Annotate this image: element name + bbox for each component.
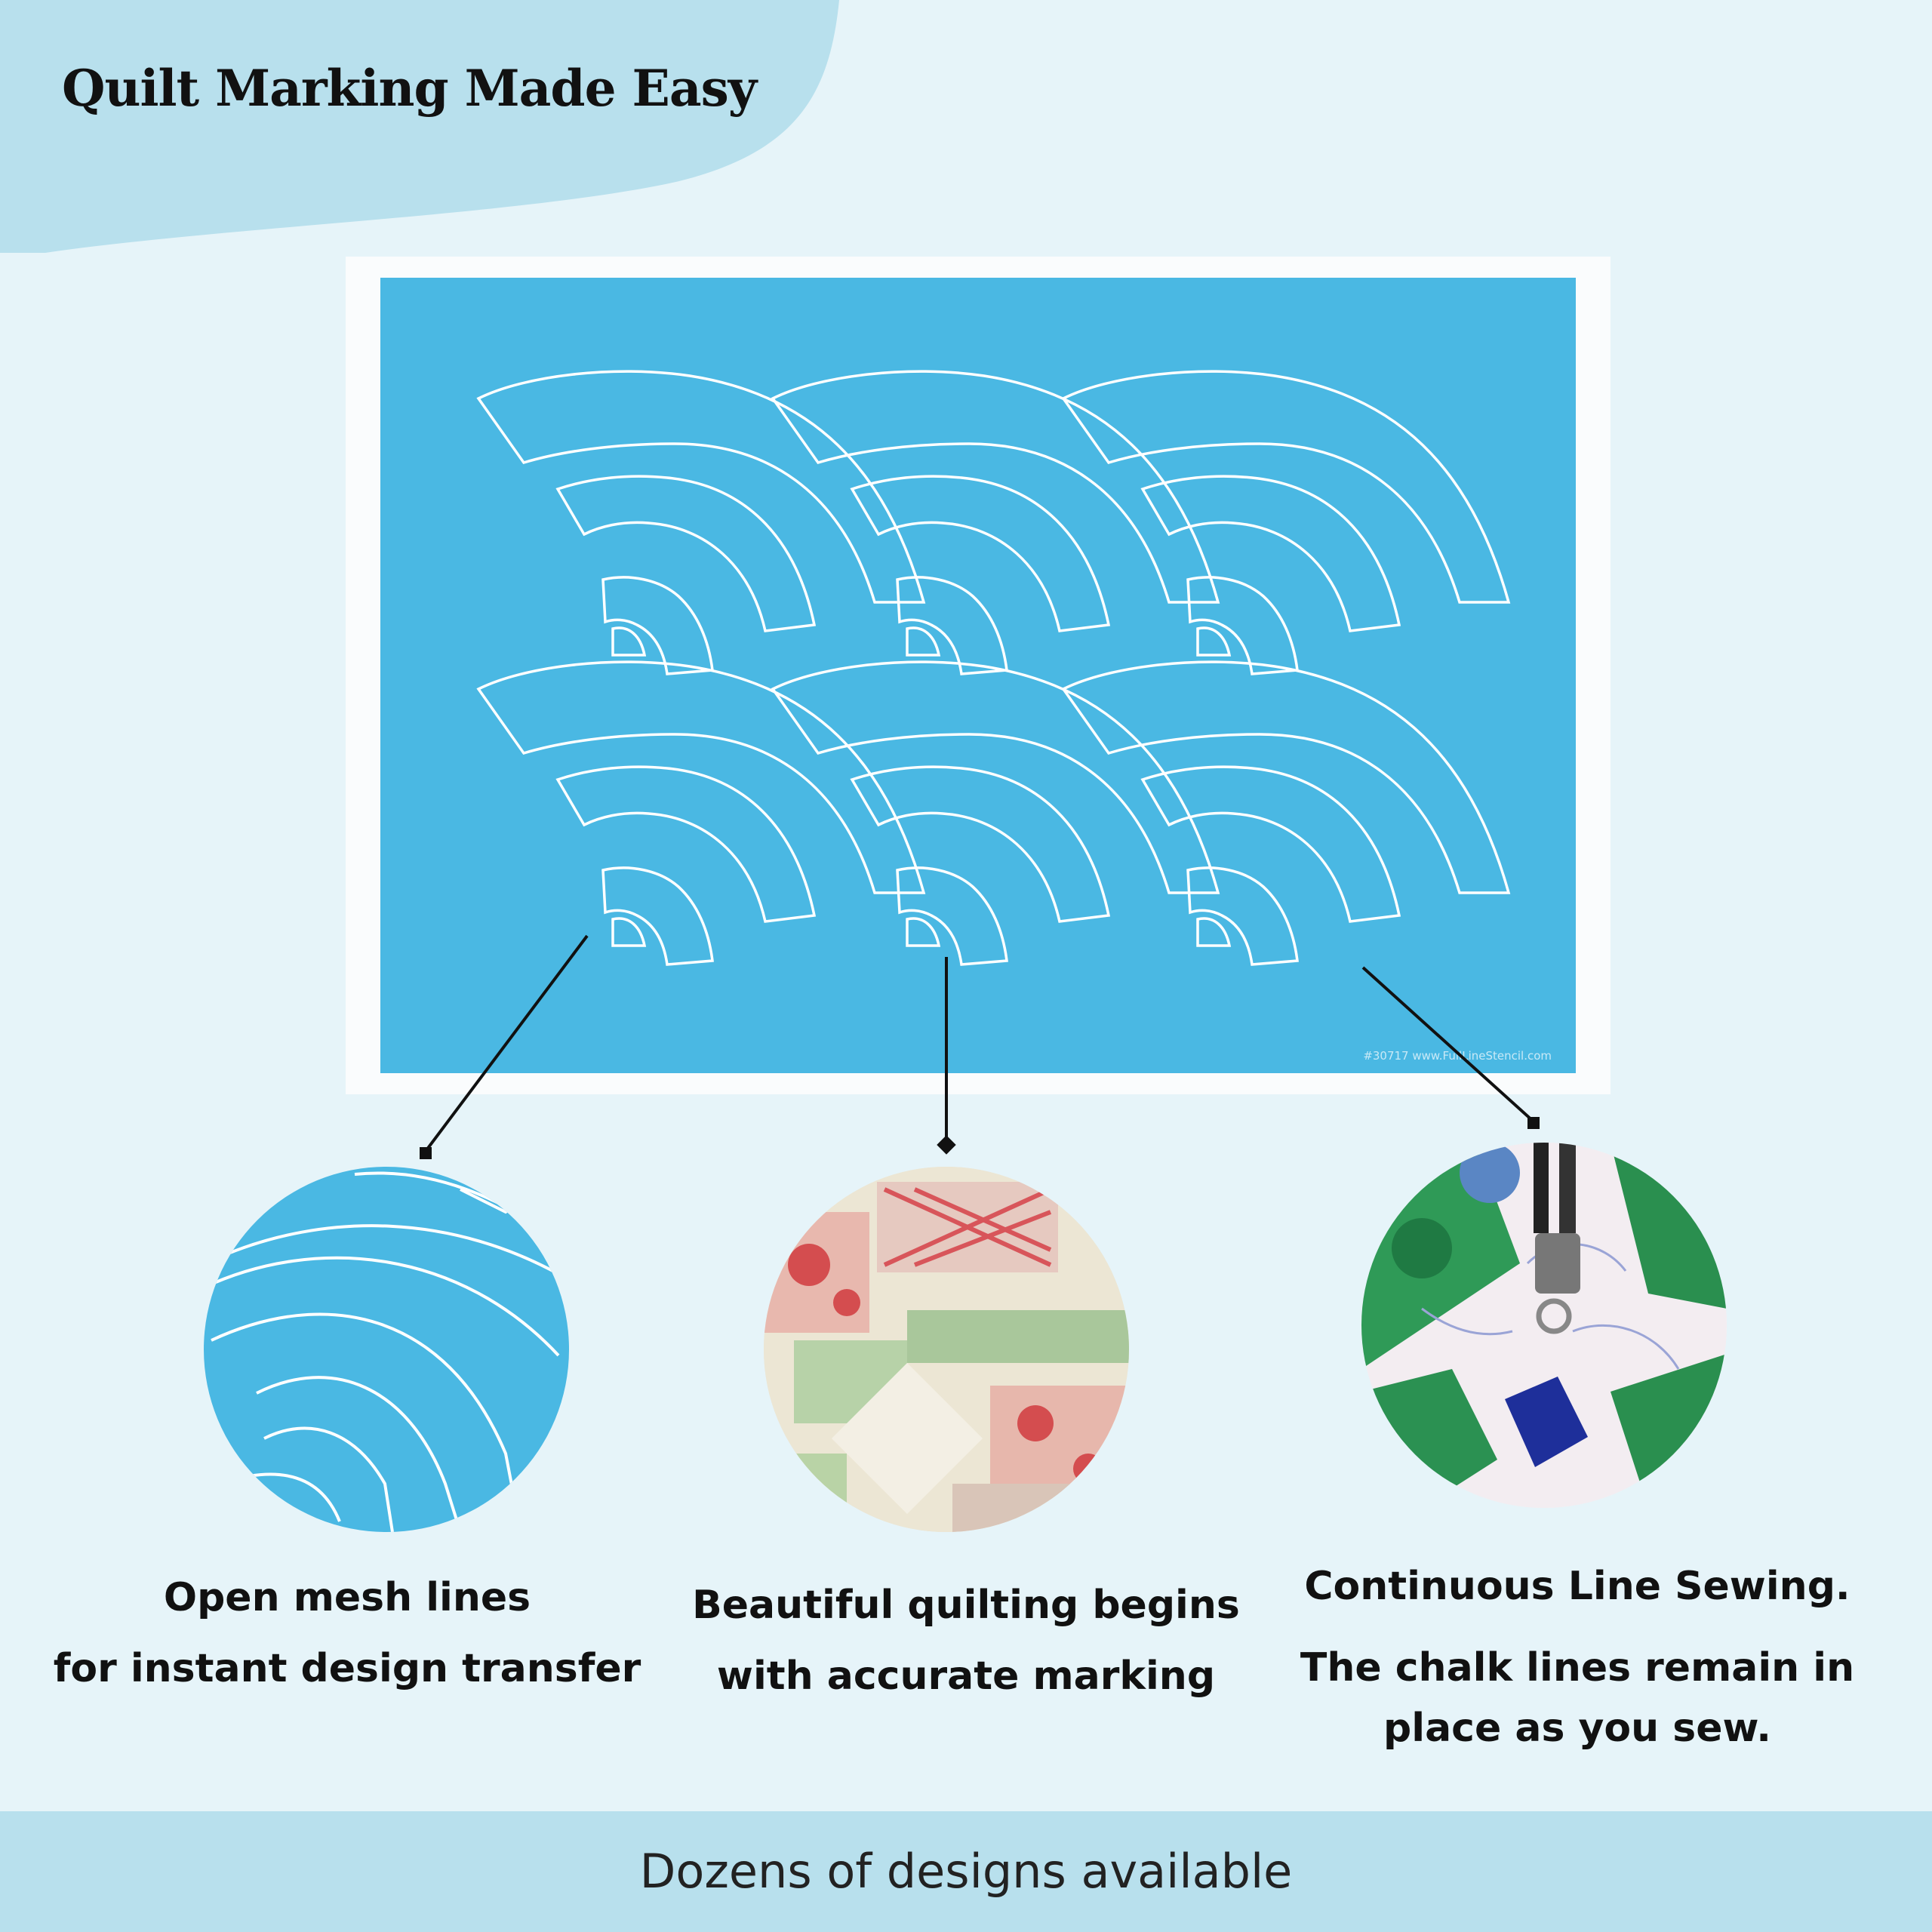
header-blob xyxy=(0,0,839,253)
caption-line: for instant design transfer xyxy=(53,1646,641,1691)
caption-line: with accurate marking xyxy=(716,1654,1216,1699)
feature-caption-mesh: Open mesh lines for instant design trans… xyxy=(45,1562,649,1704)
caption-line: Beautiful quilting begins xyxy=(692,1583,1240,1628)
page-title: Quilt Marking Made Easy xyxy=(62,59,757,118)
feature-caption-quilting: Beautiful quilting begins with accurate … xyxy=(664,1570,1268,1712)
quilt-fabric-image xyxy=(764,1167,1129,1532)
fan-pattern xyxy=(477,370,1510,966)
feature-caption-sewing-lead: Continuous Line Sewing. xyxy=(1304,1564,1850,1609)
feature-caption-sewing: The chalk lines remain in place as you s… xyxy=(1268,1638,1887,1758)
sewing-machine-image xyxy=(1361,1143,1727,1508)
mesh-closeup-image xyxy=(204,1167,569,1532)
caption-line: place as you sew. xyxy=(1383,1706,1771,1751)
caption-line: The chalk lines remain in xyxy=(1300,1645,1855,1690)
caption-line: Open mesh lines xyxy=(163,1575,531,1620)
footer-banner: Dozens of designs available xyxy=(0,1811,1932,1932)
stencil-photo: #30717 www.FullLineStencil.com xyxy=(346,257,1611,1094)
stencil-sheet: #30717 www.FullLineStencil.com xyxy=(380,278,1576,1073)
stencil-code-text: #30717 www.FullLineStencil.com xyxy=(1363,1049,1552,1063)
